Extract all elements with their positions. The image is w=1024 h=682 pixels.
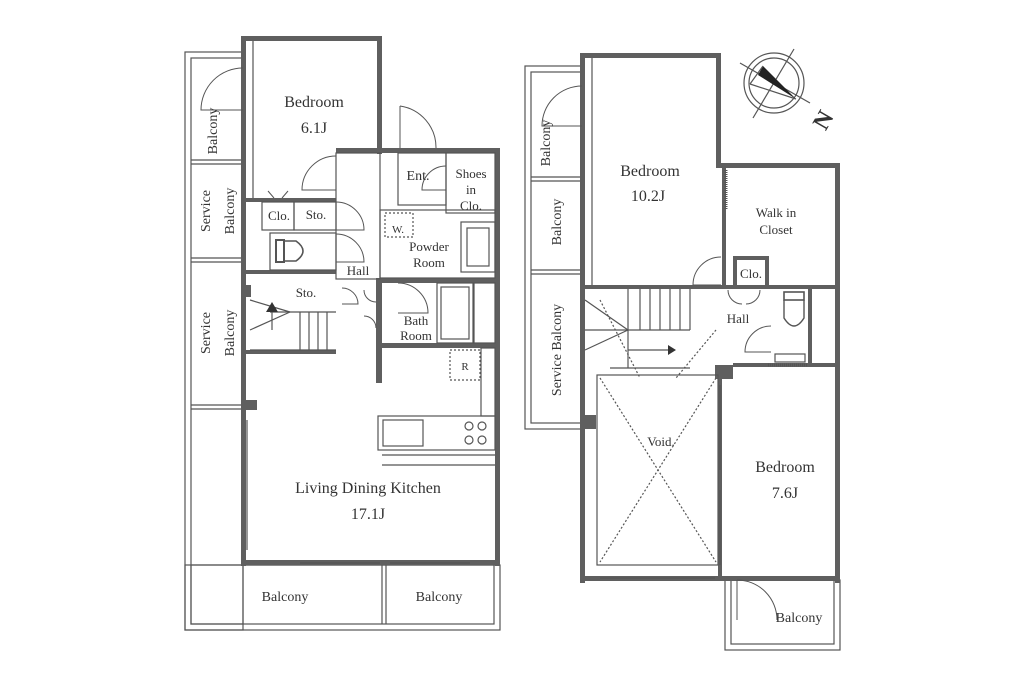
door-swings [200, 67, 447, 329]
stairs-icon [249, 299, 336, 351]
balcony-left-mid-label: Balcony [550, 199, 565, 246]
bedroom-label: Bedroom [284, 94, 344, 111]
service-balcony-label-1b: Balcony [223, 188, 238, 235]
shoes-closet-label-3: Clo. [460, 198, 482, 213]
closet-label: Clo. [740, 266, 762, 281]
upper-interior [541, 58, 808, 621]
shoes-closet-label-2: in [466, 182, 477, 197]
walk-in-closet-label-1: Walk in [756, 205, 797, 220]
compass-icon [739, 48, 811, 119]
north-label: N [808, 106, 840, 135]
shoes-closet-label-1: Shoes [455, 166, 486, 181]
bath-room-label-1: Bath [404, 313, 429, 328]
balcony-bottom-left-label: Balcony [262, 590, 309, 605]
lower-floor: Bedroom 6.1J Ent. Shoes in Clo. Clo. Sto… [184, 36, 501, 631]
door-swings [541, 85, 778, 621]
service-balcony-label-2a: Service [199, 312, 214, 354]
stairs-icon [584, 289, 691, 369]
balcony-bottom-right-label: Balcony [416, 590, 463, 605]
entrance-label: Ent. [407, 169, 430, 184]
washer-label: W. [392, 224, 404, 236]
upper-floor: Bedroom 10.2J Walk in Closet Clo. Hall V… [524, 53, 841, 651]
closet-label: Clo. [268, 208, 290, 223]
bedroom-large-label: Bedroom [620, 163, 680, 180]
bedroom-size: 6.1J [301, 120, 327, 137]
lower-interior [200, 41, 496, 564]
lower-balcony-outline [184, 51, 501, 631]
ldk-label: Living Dining Kitchen [295, 480, 441, 497]
hall-label: Hall [347, 263, 370, 278]
bath-room-label-2: Room [400, 328, 432, 343]
bedroom-small-label: Bedroom [755, 459, 815, 476]
powder-room-label-2: Room [413, 255, 445, 270]
balcony-bottom-label: Balcony [776, 611, 823, 626]
bedroom-large-size: 10.2J [631, 188, 665, 205]
refrigerator-label: R [461, 361, 469, 373]
service-balcony-label-2b: Balcony [223, 310, 238, 357]
upper-walls [580, 53, 840, 583]
bedroom-small-size: 7.6J [772, 485, 798, 502]
upper-balcony-outline [524, 65, 841, 651]
walk-in-closet-label-2: Closet [759, 222, 793, 237]
ldk-size: 17.1J [351, 506, 385, 523]
void-label: Void. [647, 434, 675, 449]
service-balcony-label-1a: Service [199, 190, 214, 232]
storage-label-2: Sto. [296, 285, 317, 300]
balcony-label: Balcony [206, 108, 221, 155]
service-balcony-label: Service Balcony [550, 304, 565, 396]
storage-label: Sto. [306, 207, 327, 222]
balcony-left-top-label: Balcony [539, 120, 554, 167]
powder-room-label-1: Powder [409, 239, 449, 254]
hall-label: Hall [727, 311, 750, 326]
